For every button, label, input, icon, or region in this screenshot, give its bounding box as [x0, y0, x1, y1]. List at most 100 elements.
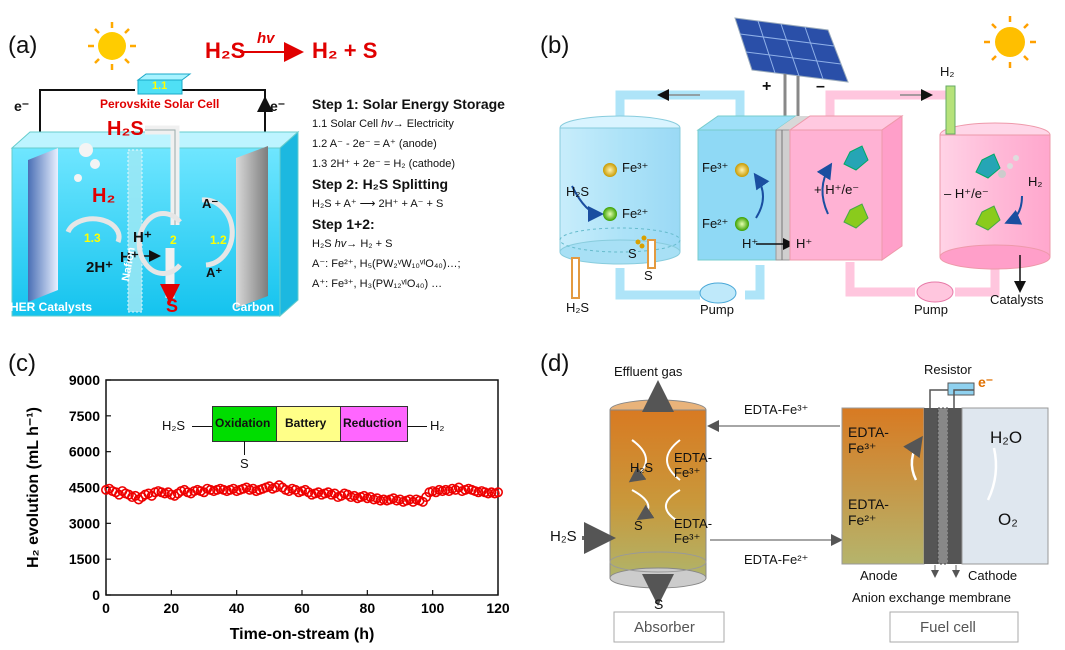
- x-tick-label: 40: [229, 600, 245, 616]
- fe2-left-label: Fe²⁺: [622, 206, 649, 221]
- h2-right-label: H₂: [1028, 174, 1043, 189]
- edta-fe3-fuelcell-label: EDTA- Fe³⁺: [848, 424, 889, 456]
- h2s-bottom-label: H₂S: [566, 300, 590, 315]
- step-12-title: Step 1+2:: [312, 216, 375, 232]
- electron-right: e⁻: [270, 98, 286, 114]
- y-tick-label: 0: [92, 587, 100, 603]
- her-catalyst-electrode: [28, 148, 58, 302]
- h-plus-label-2: H⁺: [120, 249, 139, 266]
- h2-outlet-label: H₂: [92, 185, 116, 207]
- h2-top-label: H₂: [940, 64, 955, 79]
- edta-fe3-absorber-label: EDTA- Fe³⁺: [674, 450, 713, 480]
- a-plus-species: A⁺: Fe³⁺, H₃(PW₁₂ᵛᴵO₄₀) …: [312, 278, 443, 290]
- electron-left: e⁻: [14, 98, 30, 114]
- effluent-gas-label: Effluent gas: [614, 364, 683, 379]
- fe3-mid-label: Fe³⁺: [702, 160, 729, 175]
- step-1-2-tag: 1.2: [210, 233, 227, 247]
- s-product-label: S: [166, 296, 179, 316]
- right-reactor-tank: [939, 122, 1051, 270]
- s-absorber-label: S: [634, 518, 643, 533]
- h-plus-b-label: H⁺: [796, 236, 813, 251]
- inset-h2s-label: H₂S: [162, 418, 186, 433]
- x-tick-label: 100: [421, 600, 445, 616]
- x-tick-label: 80: [360, 600, 376, 616]
- y-axis-label: H₂ evolution (mL h⁻¹): [25, 407, 42, 568]
- absorber-label: Absorber: [634, 619, 695, 636]
- fuel-cell-box: [889, 611, 1019, 643]
- sun-icon: [88, 22, 136, 70]
- panel-b-label: (b): [540, 32, 570, 59]
- panel-b: (b): [530, 0, 1065, 330]
- pump-right-label: Pump: [914, 302, 948, 317]
- carbon-label: Carbon: [232, 300, 274, 314]
- s-tube-label: S: [644, 268, 653, 283]
- fuel-cell-label: Fuel cell: [920, 619, 976, 636]
- steps-list: Step 1: Solar Energy Storage 1.1 Solar C…: [312, 94, 527, 294]
- o2-label: O₂: [998, 510, 1018, 529]
- fuel-cell: [841, 407, 1049, 565]
- her-catalysts-label: HER Catalysts: [10, 300, 93, 314]
- membrane: [775, 116, 810, 261]
- inset-s-label: S: [240, 456, 249, 471]
- panel-d: (d): [530, 330, 1065, 650]
- edta-fe3-line-label: EDTA-Fe³⁺: [744, 402, 809, 417]
- a-minus-label: A⁻: [202, 196, 219, 211]
- step-1-2: 1.2 A⁻ - 2e⁻ = A⁺ (anode): [312, 138, 437, 150]
- step-2-eq: H₂S + A⁺ ⟶ 2H⁺ + A⁻ + S: [312, 198, 444, 210]
- step-2-tag: 2: [170, 233, 177, 247]
- panel-d-diagram: [582, 380, 1049, 643]
- x-tick-label: 60: [294, 600, 310, 616]
- panel-a-label: (a): [8, 32, 38, 59]
- x-tick-label: 0: [102, 600, 110, 616]
- inset-h2-label: H₂: [430, 418, 445, 433]
- plus-h-e-label: + H⁺/e⁻: [814, 182, 860, 197]
- step-1-1: 1.1 Solar Cell hv→ Electricity: [312, 118, 454, 130]
- edta-fe3-absorber-label-2: EDTA- Fe³⁺: [674, 516, 713, 546]
- panel-a-diagram: [10, 22, 304, 318]
- h2s-left-label: H₂S: [566, 184, 590, 199]
- resistor-icon: [947, 382, 975, 396]
- y-tick-label: 7500: [69, 408, 100, 424]
- h2o-label: H₂O: [990, 428, 1023, 447]
- cathode-label: Cathode: [968, 568, 1018, 583]
- solar-panel-icon: [734, 17, 849, 118]
- step-1-title: Step 1: Solar Energy Storage: [312, 96, 505, 112]
- title-h2s: H₂S: [205, 38, 246, 63]
- resistor-label: Resistor: [924, 362, 972, 377]
- step-12-eq: H₂S hv→ H₂ + S: [312, 238, 393, 250]
- h2s-absorber-label: H₂S: [630, 460, 654, 475]
- step-1-3: 1.3 2H⁺ + 2e⁻ = H₂ (cathode): [312, 158, 456, 170]
- pump-left-icon: [699, 282, 737, 304]
- absorber-column: [609, 399, 707, 589]
- h-plus-a-label: H⁺: [742, 236, 759, 251]
- y-tick-label: 6000: [69, 444, 100, 460]
- sun-icon: [984, 16, 1036, 68]
- edta-fe2-line-label: EDTA-Fe²⁺: [744, 552, 809, 567]
- data-point: [492, 487, 503, 498]
- a-minus-species: A⁻: Fe²⁺, H₅(PW₂ᵛW₁₀ᵛᴵO₄₀)…;: [312, 258, 461, 270]
- catalysts-label: Catalysts: [990, 292, 1044, 307]
- pump-right-icon: [916, 281, 954, 303]
- fe3-left-label: Fe³⁺: [622, 160, 649, 175]
- title-products: H₂ + S: [312, 38, 378, 63]
- terminal-plus: +: [762, 78, 772, 95]
- h-plus-label-1: H⁺: [133, 229, 152, 246]
- two-h-plus-label: 2H⁺: [86, 259, 114, 276]
- left-reactor-tank: [559, 115, 681, 265]
- inset-arrow-down: [244, 441, 245, 455]
- inset-arrow-out: [407, 426, 427, 427]
- anode-label: Anode: [860, 568, 898, 583]
- electron-label: e⁻: [978, 374, 994, 390]
- reduction-box: Reduction: [340, 406, 408, 442]
- solar-cell-label: Perovskite Solar Cell: [100, 97, 220, 111]
- battery-box: Battery: [276, 406, 342, 442]
- edta-fe2-fuelcell-label: EDTA- Fe²⁺: [848, 496, 889, 528]
- panel-a: (a): [0, 0, 530, 330]
- inset-arrow-in: [192, 426, 212, 427]
- solar-cell-tag: 1.1: [152, 80, 168, 92]
- panel-c-label: (c): [8, 350, 36, 377]
- y-tick-label: 1500: [69, 551, 100, 567]
- perovskite-solar-cell: [136, 73, 192, 95]
